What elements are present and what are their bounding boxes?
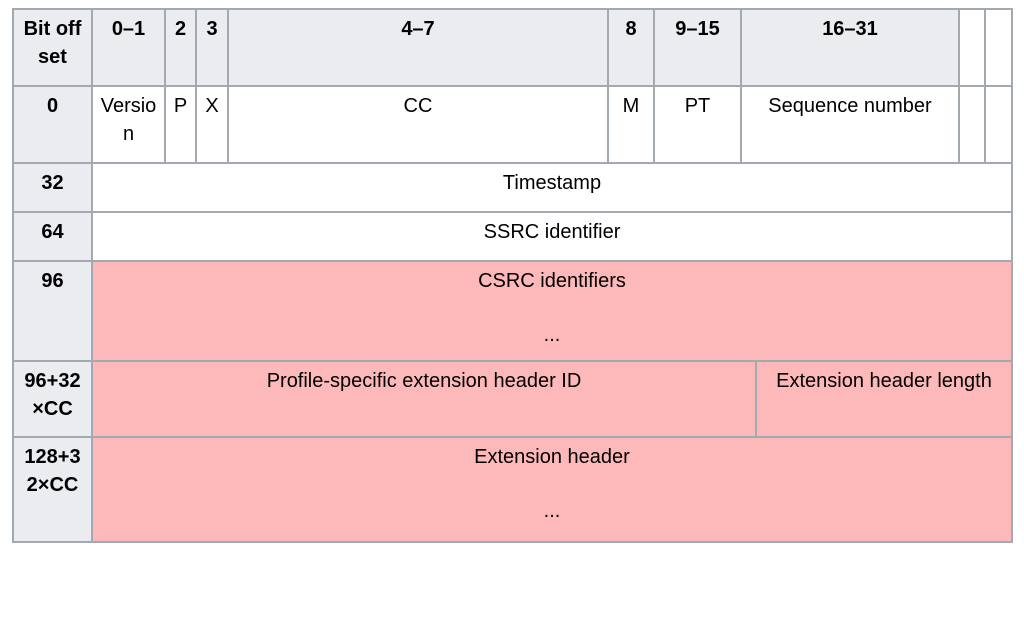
timestamp-label: Timestamp (502, 172, 602, 194)
padding-field: P (164, 85, 197, 164)
offset-96-label: 96 (12, 260, 93, 362)
offset-128-plus-32cc-label: 128+32×CC (12, 436, 93, 543)
extension-header-length-label: Extension header length (776, 370, 992, 392)
timestamp-field: Timestamp (91, 162, 1013, 213)
row-offset-0: 0 Version P X CC M PT Sequence number (12, 85, 1013, 164)
offset-96-plus-32cc-label: 96+32×CC (12, 360, 93, 438)
bit-8-header: 8 (607, 8, 655, 87)
offset-0-label: 0 (12, 85, 93, 164)
rtp-header-format-table: Bit offset 0–1 2 3 4–7 8 9–15 16–31 0 Ve… (12, 8, 1013, 543)
empty-cell-1 (958, 85, 986, 164)
row-offset-32: 32 Timestamp (12, 162, 1013, 213)
empty-header-cell-2 (984, 8, 1013, 87)
row-offset-96: 96 CSRC identifiers ... (12, 260, 1013, 362)
marker-field: M (607, 85, 655, 164)
offset-32-label: 32 (12, 162, 93, 213)
bits-4-7-header: 4–7 (227, 8, 609, 87)
empty-cell-2 (984, 85, 1013, 164)
extension-header-field: Extension header ... (91, 436, 1013, 543)
extension-header-continuation-ellipsis: ... (543, 500, 561, 522)
csrc-continuation-ellipsis: ... (543, 324, 561, 346)
csrc-identifiers-field: CSRC identifiers ... (91, 260, 1013, 362)
bits-9-15-header: 9–15 (653, 8, 742, 87)
row-offset-96-plus-32cc: 96+32×CC Profile-specific extension head… (12, 360, 1013, 438)
profile-extension-header-id-field: Profile-specific extension header ID (91, 360, 757, 438)
bits-0-1-header: 0–1 (91, 8, 166, 87)
ssrc-identifier-label: SSRC identifier (483, 221, 621, 243)
bit-2-header: 2 (164, 8, 197, 87)
bit-3-header: 3 (195, 8, 229, 87)
csrc-count-field: CC (227, 85, 609, 164)
extension-field: X (195, 85, 229, 164)
profile-extension-header-id-label: Profile-specific extension header ID (266, 370, 582, 392)
offset-64-label: 64 (12, 211, 93, 262)
payload-type-field: PT (653, 85, 742, 164)
bits-16-31-header: 16–31 (740, 8, 960, 87)
empty-header-cell-1 (958, 8, 986, 87)
ssrc-identifier-field: SSRC identifier (91, 211, 1013, 262)
csrc-identifiers-label: CSRC identifiers (478, 270, 626, 292)
extension-header-length-field: Extension header length (755, 360, 1013, 438)
row-offset-64: 64 SSRC identifier (12, 211, 1013, 262)
version-field: Version (91, 85, 166, 164)
row-offset-128-plus-32cc: 128+32×CC Extension header ... (12, 436, 1013, 543)
sequence-number-field: Sequence number (740, 85, 960, 164)
sequence-number-label: Sequence number (768, 95, 932, 117)
bit-offset-header: Bit offset (12, 8, 93, 87)
extension-header-label: Extension header (474, 446, 630, 468)
header-row: Bit offset 0–1 2 3 4–7 8 9–15 16–31 (12, 8, 1013, 87)
